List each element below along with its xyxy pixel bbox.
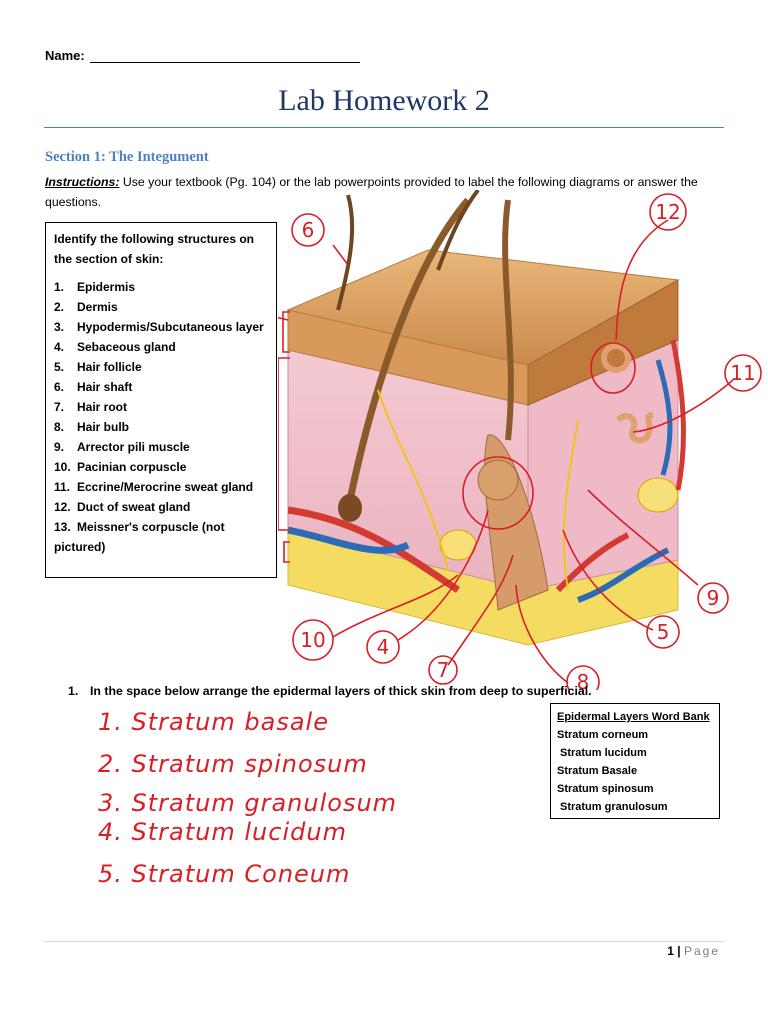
list-item: 7.Hair root: [54, 400, 128, 414]
pacinian-corpuscle: [637, 477, 679, 513]
instructions-text: Use your textbook (Pg. 104) or the lab p…: [45, 175, 698, 209]
word-bank: Epidermal Layers Word Bank Stratum corne…: [550, 703, 720, 819]
question-number: 1.: [68, 684, 79, 698]
diagram-label: 7: [437, 658, 450, 682]
page-number: 1: [667, 944, 674, 958]
section-heading: Section 1: The Integument: [45, 149, 209, 165]
handwritten-answer: 4. Stratum lucidum: [98, 818, 347, 846]
list-item: 3.Hypodermis/Subcutaneous layer: [54, 320, 264, 334]
bracket-dermis: [278, 357, 290, 531]
sebaceous-gland: [477, 459, 519, 501]
question-1: 1. In the space below arrange the epiderm…: [68, 684, 592, 698]
diagram-label: 11: [730, 361, 755, 385]
vein: [577, 547, 670, 603]
bracket-hypodermis: [283, 541, 290, 563]
leader-5: [562, 529, 654, 631]
handwritten-answer: 3. Stratum granulosum: [98, 789, 398, 817]
list-item: 2.Dermis: [54, 300, 118, 314]
diagram-label: 9: [707, 586, 720, 610]
leader-9: [587, 489, 699, 586]
diagram-label: 4: [377, 635, 390, 659]
list-item: 9.Arrector pili muscle: [54, 440, 190, 454]
name-field-line[interactable]: [90, 62, 360, 63]
page-footer: 1 | Page: [667, 944, 720, 958]
list-item: 13.Meissner's corpuscle (not pictured): [54, 520, 225, 554]
diagram-label: 6: [302, 218, 315, 242]
leader-12: [615, 219, 669, 341]
nerve: [562, 419, 579, 591]
instructions: Instructions: Use your textbook (Pg. 104…: [45, 172, 725, 212]
diagram-label: 5: [657, 620, 670, 644]
hair-shaft: [344, 197, 471, 511]
leader-4: [397, 509, 489, 641]
page-title: Lab Homework 2: [278, 84, 490, 117]
leader-8: [515, 584, 569, 684]
skin-diagram: 6 12 1 11 2 9 3 5 10 4 7 8: [278, 190, 762, 690]
sweat-gland: [615, 412, 654, 444]
word-bank-title: Epidermal Layers Word Bank: [557, 711, 710, 723]
leader-6: [332, 244, 349, 266]
duct-circle: [590, 342, 636, 394]
leader-10: [332, 574, 459, 638]
vein: [655, 359, 673, 476]
word-bank-item: Stratum lucidum: [560, 747, 647, 759]
hair-bulb: [338, 494, 362, 522]
structures-box: Identify the following structures on the…: [45, 222, 277, 578]
list-item: 11.Eccrine/Merocrine sweat gland: [54, 480, 254, 494]
nerve: [377, 389, 449, 571]
bracket-epidermis: [282, 311, 290, 353]
word-bank-item: Stratum Basale: [557, 765, 638, 777]
word-bank-item: Stratum spinosum: [557, 783, 654, 795]
diagram-label-group: 6 12 1 11 2 9 3 5 10 4 7 8: [291, 193, 762, 690]
list-item: 6.Hair shaft: [54, 380, 133, 394]
leader-1: [278, 316, 289, 321]
hair-shaft: [336, 194, 355, 311]
list-item: 10.Pacinian corpuscle: [54, 460, 187, 474]
leader-7: [447, 554, 514, 666]
diagram-label: 12: [655, 200, 680, 224]
hair-shaft: [436, 190, 480, 271]
structures-list: 1.Epidermis 2.Dermis 3.Hypodermis/Subcut…: [54, 277, 268, 557]
handwritten-answer: 5. Stratum Coneum: [98, 860, 351, 888]
footer-divider: [44, 941, 724, 942]
footer-separator: |: [677, 944, 681, 958]
question-text: In the space below arrange the epidermal…: [90, 684, 592, 698]
structures-intro: Identify the following structures on the…: [54, 232, 255, 266]
instructions-lead: Instructions:: [45, 175, 120, 189]
name-label: Name:: [45, 48, 85, 63]
list-item: 8.Hair bulb: [54, 420, 130, 434]
handwritten-answer: 1. Stratum basale: [98, 708, 329, 736]
hair-shaft: [502, 199, 514, 441]
artery: [555, 532, 630, 593]
list-item: 12.Duct of sweat gland: [54, 500, 191, 514]
list-item: 1.Epidermis: [54, 280, 136, 294]
word-bank-item: Stratum corneum: [557, 729, 649, 741]
leader-11: [632, 379, 734, 433]
vein: [287, 526, 410, 554]
annotation-marks: [278, 219, 734, 684]
word-bank-item: Stratum granulosum: [560, 801, 668, 813]
diagram-label: 10: [300, 628, 325, 652]
list-item: 5.Hair follicle: [54, 360, 142, 374]
title-divider: [44, 127, 724, 128]
list-item: 4.Sebaceous gland: [54, 340, 176, 354]
sweat-duct-coil: [601, 343, 631, 373]
handwritten-answer: 2. Stratum spinosum: [98, 750, 368, 778]
diagram-label: 8: [577, 670, 590, 690]
epidermis-side: [527, 279, 679, 406]
page-word: Page: [683, 944, 720, 958]
sebaceous-circle: [462, 456, 534, 530]
artery: [287, 506, 460, 593]
